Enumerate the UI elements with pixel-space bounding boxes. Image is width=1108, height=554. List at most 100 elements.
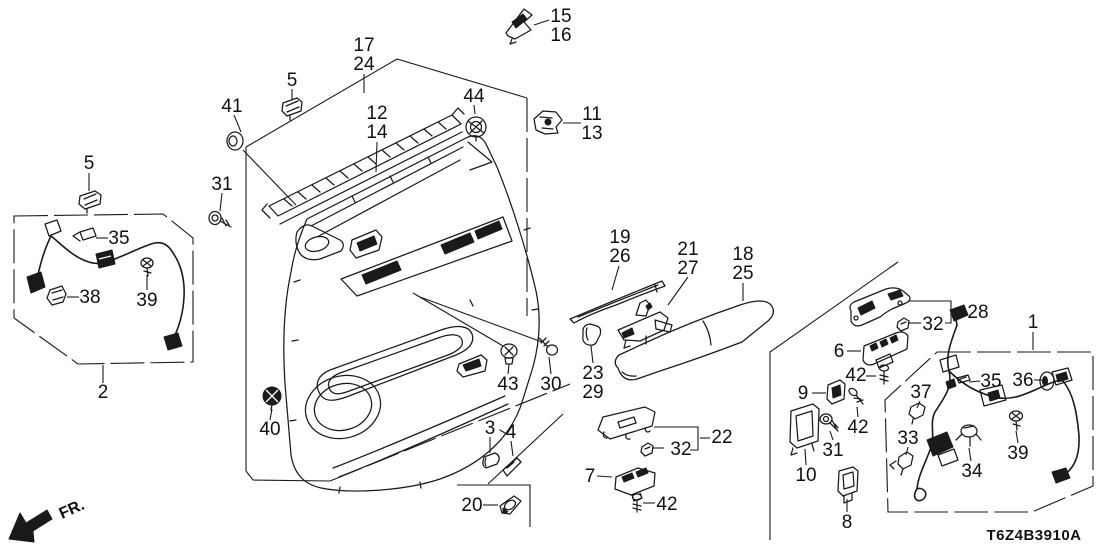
garnish-strip-19-26	[569, 280, 666, 324]
part-callout-5-top: 5	[287, 70, 298, 91]
leader-line	[829, 430, 834, 441]
leader-line	[968, 380, 981, 383]
clip-32-a	[640, 442, 654, 457]
switch-8	[837, 466, 859, 504]
master-switch-6	[862, 331, 909, 369]
part-callout-43: 43	[497, 374, 518, 395]
screw-31-left	[208, 210, 232, 228]
border-main-bottom	[245, 470, 331, 482]
fr-label: FR.	[57, 497, 87, 523]
clip-38	[46, 285, 67, 306]
part-callout-33: 33	[897, 428, 918, 449]
part-callout-31-right: 31	[822, 440, 843, 461]
border-group2-box	[13, 213, 194, 365]
fr-arrow-icon	[8, 509, 53, 543]
part-callout-5-left: 5	[84, 153, 95, 174]
part-callout-42-c: 42	[847, 417, 868, 438]
part-callout-2: 2	[98, 382, 109, 403]
leader-line	[596, 475, 613, 478]
leader-line	[905, 446, 909, 456]
part-callout-22: 22	[711, 427, 732, 448]
screw-39-left	[140, 257, 154, 277]
reflector-20	[499, 495, 522, 515]
speaker-grille	[304, 374, 382, 440]
screw-42-b	[878, 364, 890, 385]
screw-42-a	[631, 493, 643, 513]
leader-line	[667, 276, 689, 306]
leader-line	[419, 296, 543, 343]
part-callout-44: 44	[463, 86, 485, 107]
grommet-44	[465, 116, 487, 142]
part-callout-28: 28	[967, 302, 988, 323]
leader-line	[510, 440, 514, 457]
leader-line	[533, 19, 550, 26]
part-callout-38: 38	[79, 287, 100, 308]
leader-line	[473, 104, 476, 115]
border-group1-box	[884, 351, 1094, 513]
leader-line	[968, 447, 972, 462]
part-callout-42-b: 42	[845, 365, 866, 386]
screw-39-right	[1008, 410, 1024, 431]
leader-line	[590, 345, 594, 364]
part-callout-39-left: 39	[136, 290, 157, 311]
leader-line	[242, 149, 297, 206]
part-callout-36: 36	[1012, 370, 1033, 391]
clip-5-top	[281, 97, 303, 121]
part-callout-35-right: 35	[980, 371, 1001, 392]
part-callout-20: 20	[461, 495, 482, 516]
fr-direction-arrow: FR.	[8, 497, 87, 543]
part-callout-41: 41	[221, 96, 242, 117]
part-callout-3: 3	[485, 418, 496, 439]
clip-11-13	[533, 110, 563, 135]
leader-line	[654, 426, 699, 451]
leader-line	[856, 406, 859, 418]
part-callout-7: 7	[585, 466, 596, 487]
part-callout-6: 6	[834, 341, 845, 362]
clip-37	[908, 402, 926, 425]
handle-bracket-21-27	[617, 299, 673, 349]
part-callout-40: 40	[259, 419, 280, 440]
part-callout-30: 30	[540, 374, 561, 395]
leader-line	[1015, 430, 1019, 444]
part-callout-9: 9	[798, 383, 809, 404]
leader-line	[233, 114, 242, 133]
leader-lines	[67, 19, 1042, 512]
clip-5-left	[78, 190, 102, 214]
part-callout-1: 1	[1028, 312, 1039, 333]
part-callout-32-a: 32	[670, 439, 691, 460]
grommet-36	[1039, 371, 1055, 391]
handle-recess	[349, 229, 383, 259]
leader-line	[507, 363, 510, 375]
leader-line	[611, 265, 620, 291]
clip-32-b	[896, 317, 910, 332]
leader-line	[916, 400, 921, 409]
part-callout-39-right: 39	[1007, 443, 1028, 464]
switch-garnish-22	[597, 406, 656, 440]
bulb-3	[482, 452, 500, 469]
switch-7	[614, 467, 656, 502]
beltline-molding-strip	[261, 107, 465, 225]
border-bracket-20	[457, 484, 531, 527]
door-lining-panel	[283, 135, 540, 494]
armrest-18-25	[614, 300, 775, 381]
clip-33	[889, 451, 914, 476]
diagram-code: T6Z4B3910A	[986, 527, 1081, 544]
part-callout-32-b: 32	[922, 314, 943, 335]
border-right-section	[769, 261, 899, 540]
screw-31-right	[819, 413, 839, 432]
lens-4	[502, 457, 522, 477]
screw-42-c	[848, 387, 864, 405]
leader-line	[412, 292, 504, 347]
pocket-opening	[316, 325, 474, 401]
part-callout-8: 8	[842, 512, 853, 533]
tweeter-bracket-28	[849, 287, 911, 327]
leader-line	[548, 356, 552, 375]
